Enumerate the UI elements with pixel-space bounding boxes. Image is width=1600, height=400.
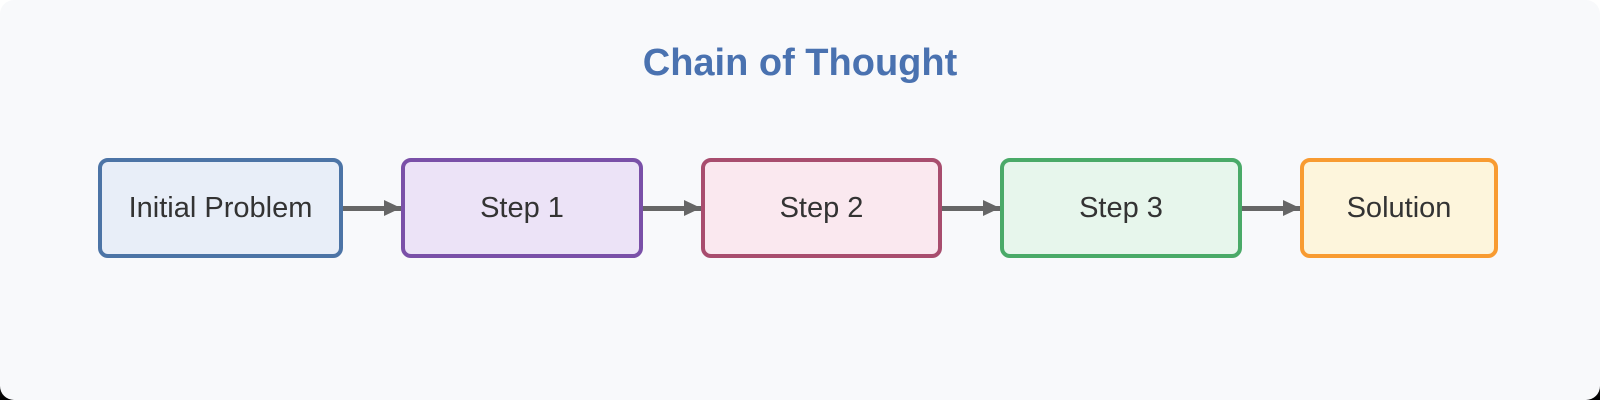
arrowhead-right-icon — [384, 200, 401, 216]
arrowhead-right-icon — [1283, 200, 1300, 216]
arrow-line — [942, 205, 1000, 211]
node-step-2-label: Step 2 — [779, 191, 864, 224]
arrow-line — [1242, 205, 1300, 211]
arrowhead-right-icon — [684, 200, 701, 216]
node-step-1-label: Step 1 — [480, 191, 564, 224]
arrow-step-2-to-step-3 — [942, 158, 1000, 258]
node-solution-label: Solution — [1346, 191, 1452, 224]
node-step-3-label: Step 3 — [1079, 191, 1163, 224]
node-step-2: Step 2 — [701, 158, 942, 258]
arrow-step-3-to-solution — [1242, 158, 1300, 258]
arrowhead-right-icon — [983, 200, 1000, 216]
arrow-step-1-to-step-2 — [643, 158, 701, 258]
node-solution: Solution — [1300, 158, 1498, 258]
node-step-1: Step 1 — [401, 158, 643, 258]
arrow-line — [343, 205, 401, 211]
arrow-line — [643, 205, 701, 211]
node-initial-problem: Initial Problem — [98, 158, 343, 258]
diagram-title: Chain of Thought — [642, 42, 958, 84]
node-step-3: Step 3 — [1000, 158, 1242, 258]
flowchart-row: Initial Problem Step 1 Step 2 Step 3 — [98, 158, 1498, 258]
node-initial-problem-label: Initial Problem — [128, 191, 313, 224]
arrow-initial-problem-to-step-1 — [343, 158, 401, 258]
